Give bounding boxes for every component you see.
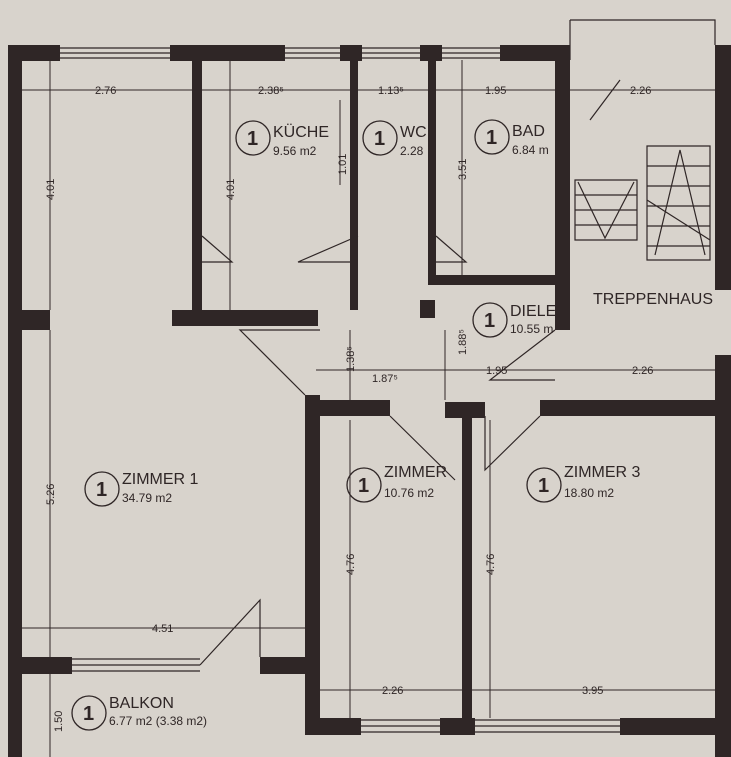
room-level-zimmer1: 1: [96, 479, 107, 501]
dim-top-bad: 1.95: [485, 85, 506, 97]
windows: [60, 47, 620, 733]
room-level-balkon: 1: [83, 703, 94, 725]
room-area-wc: 2.28: [400, 144, 424, 158]
dim-top-stairs: 2.26: [630, 85, 651, 97]
dim-h-bad: 3.51: [457, 159, 469, 180]
room-wc: 1 WC 2.28: [362, 120, 427, 158]
dim-w-zimmer1: 4.51: [152, 623, 173, 635]
room-zimmer2: 1 ZIMMER 10.76 m2: [346, 464, 447, 503]
dim-corridor-3: 2.26: [632, 365, 653, 377]
dimension-labels: 2.76 2.38⁵ 1.13⁵ 1.95 2.26 4.01 4.01 1.0…: [45, 85, 653, 732]
room-area-zimmer3: 18.80 m2: [564, 486, 614, 500]
room-area-zimmer1: 34.79 m2: [122, 491, 172, 505]
room-level-bad: 1: [486, 127, 497, 149]
dim-h-zimmer1-top: 4.01: [45, 179, 57, 200]
room-area-zimmer2: 10.76 m2: [384, 486, 434, 500]
room-name-zimmer3: ZIMMER 3: [564, 464, 641, 481]
room-name-kueche: KÜCHE: [273, 123, 329, 141]
dim-w-zimmer3: 3.95: [582, 685, 603, 697]
room-diele: 1 DIELE 10.55 m: [472, 302, 556, 338]
room-level-wc: 1: [374, 128, 385, 150]
dim-w-zimmer2: 2.26: [382, 685, 403, 697]
room-level-diele: 1: [484, 310, 495, 332]
room-name-wc: WC: [400, 124, 427, 141]
dim-h-diele: 1.88⁵: [457, 329, 469, 355]
room-bad: 1 BAD 6.84 m: [474, 119, 549, 157]
dim-top-wc: 1.13⁵: [378, 85, 404, 97]
dim-h-zimmer3: 4.76: [485, 554, 497, 575]
dim-top-kueche: 2.38⁵: [258, 85, 284, 97]
dim-h-balkon: 1.50: [53, 711, 65, 732]
room-name-zimmer2: ZIMMER: [384, 464, 447, 481]
room-name-zimmer1: ZIMMER 1: [122, 471, 199, 488]
room-level-kueche: 1: [247, 128, 258, 150]
dim-h-corridor-left: 1.38⁵: [345, 346, 357, 372]
doors: [199, 235, 556, 666]
room-name-bad: BAD: [512, 123, 545, 140]
room-zimmer3: 1 ZIMMER 3 18.80 m2: [526, 464, 641, 503]
room-area-diele: 10.55 m: [510, 322, 553, 336]
room-balkon: 1 BALKON 6.77 m2 (3.38 m2): [71, 695, 207, 731]
dimension-lines: [22, 60, 715, 757]
dim-top-zimmer1: 2.76: [95, 85, 116, 97]
dim-h-kueche: 4.01: [225, 179, 237, 200]
room-zimmer1: 1 ZIMMER 1 34.79 m2: [84, 471, 199, 507]
room-area-kueche: 9.56 m2: [273, 144, 317, 158]
dim-h-zimmer2: 4.76: [345, 554, 357, 575]
room-kueche: 1 KÜCHE 9.56 m2: [235, 120, 329, 158]
dim-corridor-2: 1.95: [486, 365, 507, 377]
room-area-bad: 6.84 m: [512, 143, 549, 157]
staircase: [569, 19, 716, 261]
dim-h-zimmer1: 5.26: [45, 484, 57, 505]
room-name-balkon: BALKON: [109, 695, 174, 712]
room-area-balkon: 6.77 m2 (3.38 m2): [109, 714, 207, 728]
room-name-diele: DIELE: [510, 303, 556, 320]
dim-corridor-1: 1.87⁵: [372, 373, 398, 385]
walls: [8, 45, 731, 757]
room-name-treppenhaus: TREPPENHAUS: [593, 291, 713, 308]
room-level-zimmer2: 1: [358, 475, 369, 497]
dim-h-wc: 1.01: [337, 154, 349, 175]
room-level-zimmer3: 1: [538, 475, 549, 497]
